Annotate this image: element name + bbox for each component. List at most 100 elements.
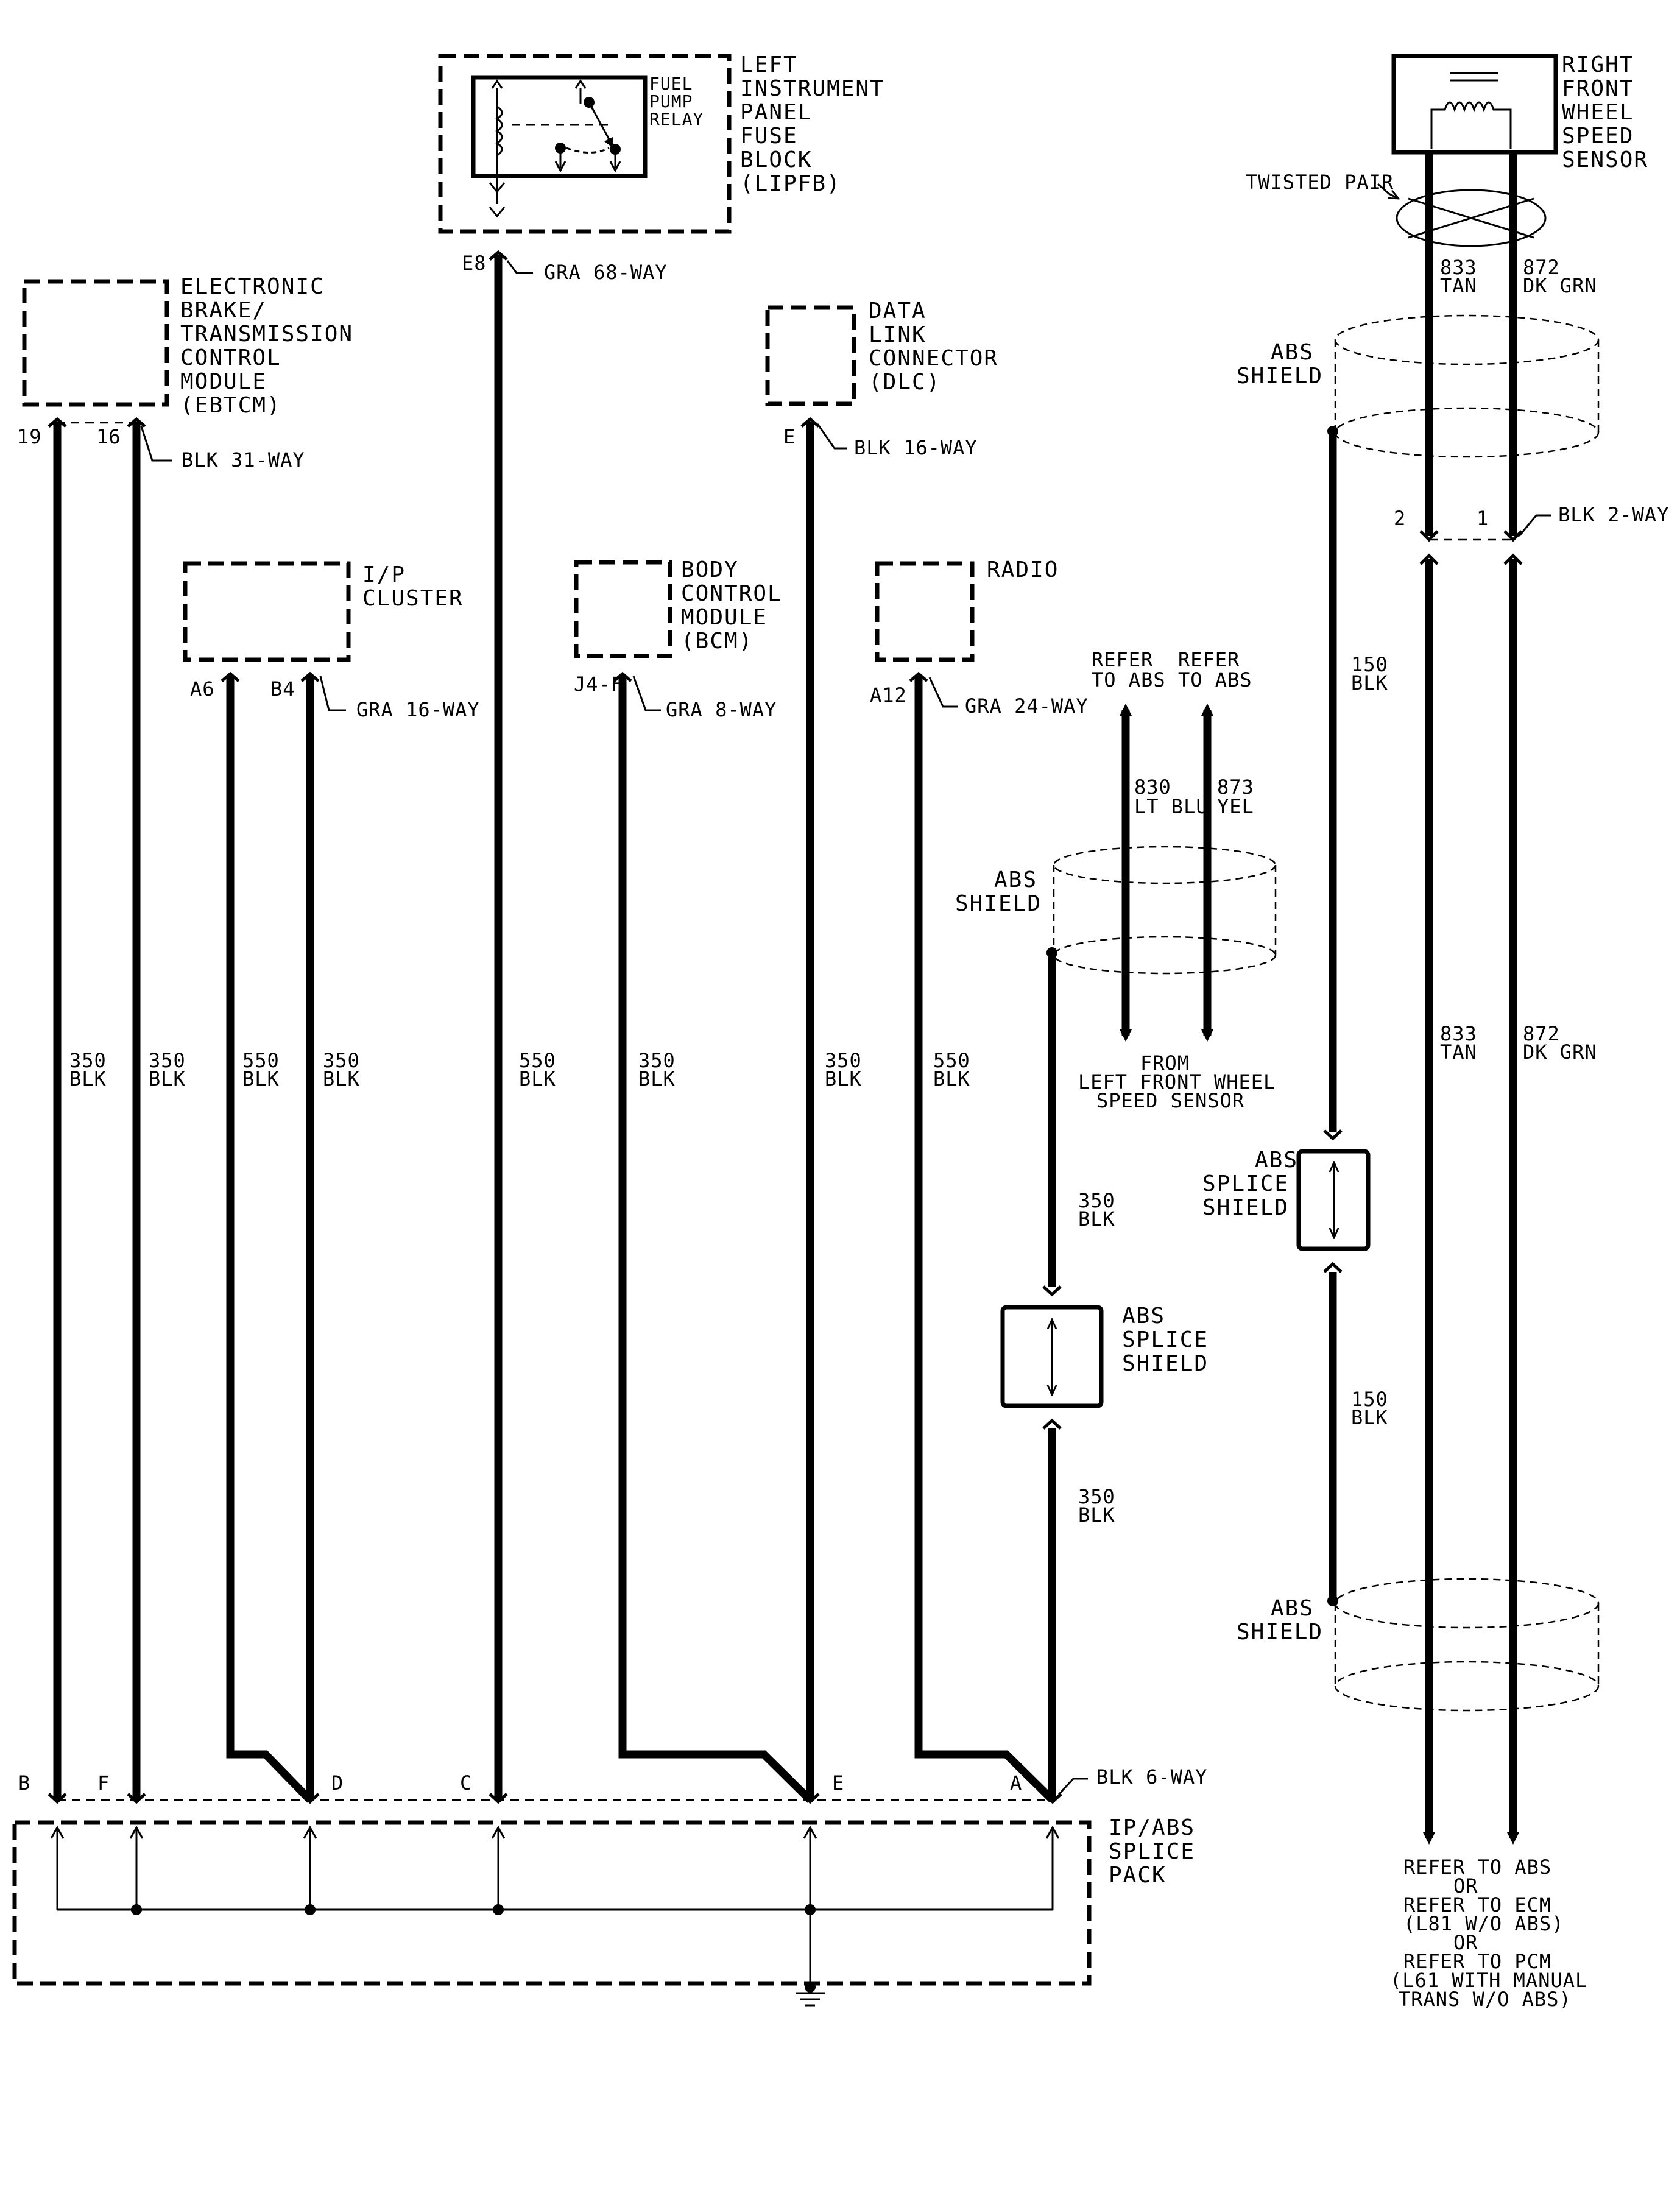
- sensor-connector-leader: [1518, 514, 1551, 537]
- w7-num: 350: [825, 1049, 862, 1072]
- abs-shield-mid-label-2: SHIELD: [955, 891, 1042, 916]
- bcm-connector-leader: [632, 676, 661, 711]
- abs-splice-shield-right-label-1: ABS: [1255, 1148, 1298, 1173]
- ip-cluster-label-1: I/P: [362, 562, 406, 587]
- splice-pin-f: F: [97, 1771, 110, 1795]
- radio-connector-leader: [928, 677, 958, 708]
- refer-abs-1-line1: REFER: [1092, 648, 1153, 671]
- dlc-label-3: CONNECTOR: [869, 346, 998, 371]
- ebtcm-label-1: ELECTRONIC: [180, 274, 325, 299]
- sensor-b-num: 872: [1523, 1022, 1560, 1045]
- wire-labels: 350 BLK 350 BLK 550 BLK 350 BLK 550 BLK …: [69, 1049, 970, 1090]
- splice-connector-leader: [1057, 1778, 1088, 1796]
- wire-bcm-j4f: [618, 676, 813, 1803]
- splice-pin-b: B: [18, 1771, 30, 1795]
- w7-color: BLK: [825, 1067, 862, 1090]
- radio-label: RADIO: [987, 557, 1059, 582]
- fuel-pump-relay-box: [471, 75, 648, 178]
- abs-shield-right-bottom-label-1: ABS: [1271, 1596, 1314, 1621]
- ip-cluster-connector-name: GRA 16-WAY: [356, 698, 480, 721]
- from-sensor-3: SPEED SENSOR: [1096, 1089, 1244, 1112]
- refer-bottom-3: REFER TO ECM: [1403, 1893, 1551, 1916]
- relay-label-3: RELAY: [649, 109, 704, 129]
- sensor-coil-icon: [1430, 72, 1512, 149]
- shield-mid-bottom-num: 350: [1078, 1485, 1115, 1508]
- splice-pack-internal: [50, 1825, 1060, 1987]
- radio-outline: [875, 561, 975, 662]
- radio-connector-name: GRA 24-WAY: [965, 694, 1089, 718]
- bcm-outline: [574, 560, 672, 658]
- ebtcm-label-3: TRANSMISSION: [180, 322, 353, 347]
- ip-cluster-pin-b4: B4: [270, 677, 295, 701]
- w1-color: BLK: [69, 1067, 107, 1090]
- dlc-outline: [765, 305, 856, 406]
- ebtcm-label-4: CONTROL: [180, 345, 281, 370]
- sensor-a-top-color: TAN: [1440, 274, 1477, 297]
- w1-num: 350: [69, 1049, 107, 1072]
- splice-pack-outline: [12, 1820, 1092, 1986]
- dlc-connector-name: BLK 16-WAY: [854, 436, 978, 459]
- splice-pack-component: IP/ABS SPLICE PACK: [12, 1815, 1195, 2007]
- w5-color: BLK: [519, 1067, 556, 1090]
- ebtcm-connector-name: BLK 31-WAY: [182, 448, 305, 471]
- splice-pack-connector: B F D C E A BLK 6-WAY: [18, 1765, 1207, 1804]
- w4-color: BLK: [323, 1067, 360, 1090]
- ebtcm-outline: [22, 279, 169, 407]
- refer-bottom-7: (L61 WITH MANUAL: [1390, 1969, 1587, 1992]
- shield-mid-top-color: BLK: [1078, 1207, 1115, 1230]
- w2-num: 350: [149, 1049, 186, 1072]
- abs-shield-right-top-a: [1334, 314, 1600, 365]
- splice-pin-e: E: [832, 1771, 844, 1795]
- relay-label-2: PUMP: [649, 91, 693, 111]
- w6-num: 350: [638, 1049, 676, 1072]
- w8-color: BLK: [933, 1067, 970, 1090]
- abs-splice-shield-mid-label-1: ABS: [1122, 1304, 1165, 1329]
- lipfb-connector-name: GRA 68-WAY: [544, 261, 668, 284]
- dlc-connector-leader: [816, 423, 847, 450]
- shield-right-top-color: BLK: [1351, 671, 1388, 694]
- refer-bottom-4: (L81 W/O ABS): [1403, 1912, 1564, 1935]
- sensor-a-color: TAN: [1440, 1040, 1477, 1064]
- sensor-label-3: WHEEL: [1562, 100, 1634, 125]
- ebtcm-pin-16: 16: [96, 425, 121, 448]
- lipfb-label-4: FUSE: [740, 124, 798, 149]
- w4-num: 350: [323, 1049, 360, 1072]
- sensor-label-4: SPEED: [1562, 124, 1634, 149]
- ip-cluster-component: I/P CLUSTER A6 B4 GRA 16-WAY: [183, 561, 480, 721]
- lipfb-label-5: BLOCK: [740, 147, 812, 172]
- abs-a-num: 830: [1134, 775, 1171, 799]
- refer-bottom-2: OR: [1453, 1874, 1478, 1898]
- lipfb-outline: [438, 54, 732, 234]
- sensor-b-top-color: DK GRN: [1523, 274, 1597, 297]
- shield-right-top-num: 150: [1351, 653, 1388, 676]
- bcm-pin: J4-F: [574, 673, 623, 696]
- abs-b-color: YEL: [1217, 795, 1254, 818]
- bcm-component: BODY CONTROL MODULE (BCM) J4-F GRA 8-WAY: [574, 557, 782, 721]
- abs-splice-shield-mid-label-3: SHIELD: [1122, 1351, 1209, 1376]
- bcm-label-4: (BCM): [681, 629, 753, 654]
- relay-symbol: [489, 79, 621, 218]
- splice-connector-name: BLK 6-WAY: [1096, 1765, 1207, 1788]
- splice-pack-label-2: SPLICE: [1109, 1839, 1195, 1864]
- bcm-label-3: MODULE: [681, 605, 768, 630]
- abs-shield-right-bottom-label-2: SHIELD: [1237, 1620, 1323, 1645]
- abs-b-num: 873: [1217, 775, 1254, 799]
- bcm-label-2: CONTROL: [681, 581, 782, 606]
- sensor-label-5: SENSOR: [1562, 147, 1648, 172]
- w3-num: 550: [242, 1049, 280, 1072]
- refer-abs-1-line2: TO ABS: [1092, 668, 1166, 691]
- lipfb-label-1: LEFT: [740, 52, 798, 77]
- ebtcm-label-6: (EBTCM): [180, 393, 281, 418]
- w8-num: 550: [933, 1049, 970, 1072]
- ground-icon: [796, 1992, 825, 2007]
- abs-shield-right-bottom-a: [1334, 1578, 1600, 1629]
- radio-pin: A12: [870, 683, 907, 707]
- bcm-connector-name: GRA 8-WAY: [666, 698, 777, 721]
- twisted-pair-label: TWISTED PAIR: [1246, 171, 1394, 194]
- sensor-b-top-num: 872: [1523, 256, 1560, 279]
- bcm-label-1: BODY: [681, 557, 739, 582]
- abs-shield-mid-label-1: ABS: [994, 867, 1037, 892]
- sensor-pin-1: 1: [1477, 507, 1489, 530]
- abs-shield-right-top-b: [1334, 407, 1600, 458]
- lipfb-label-6: (LIPFB): [740, 171, 841, 196]
